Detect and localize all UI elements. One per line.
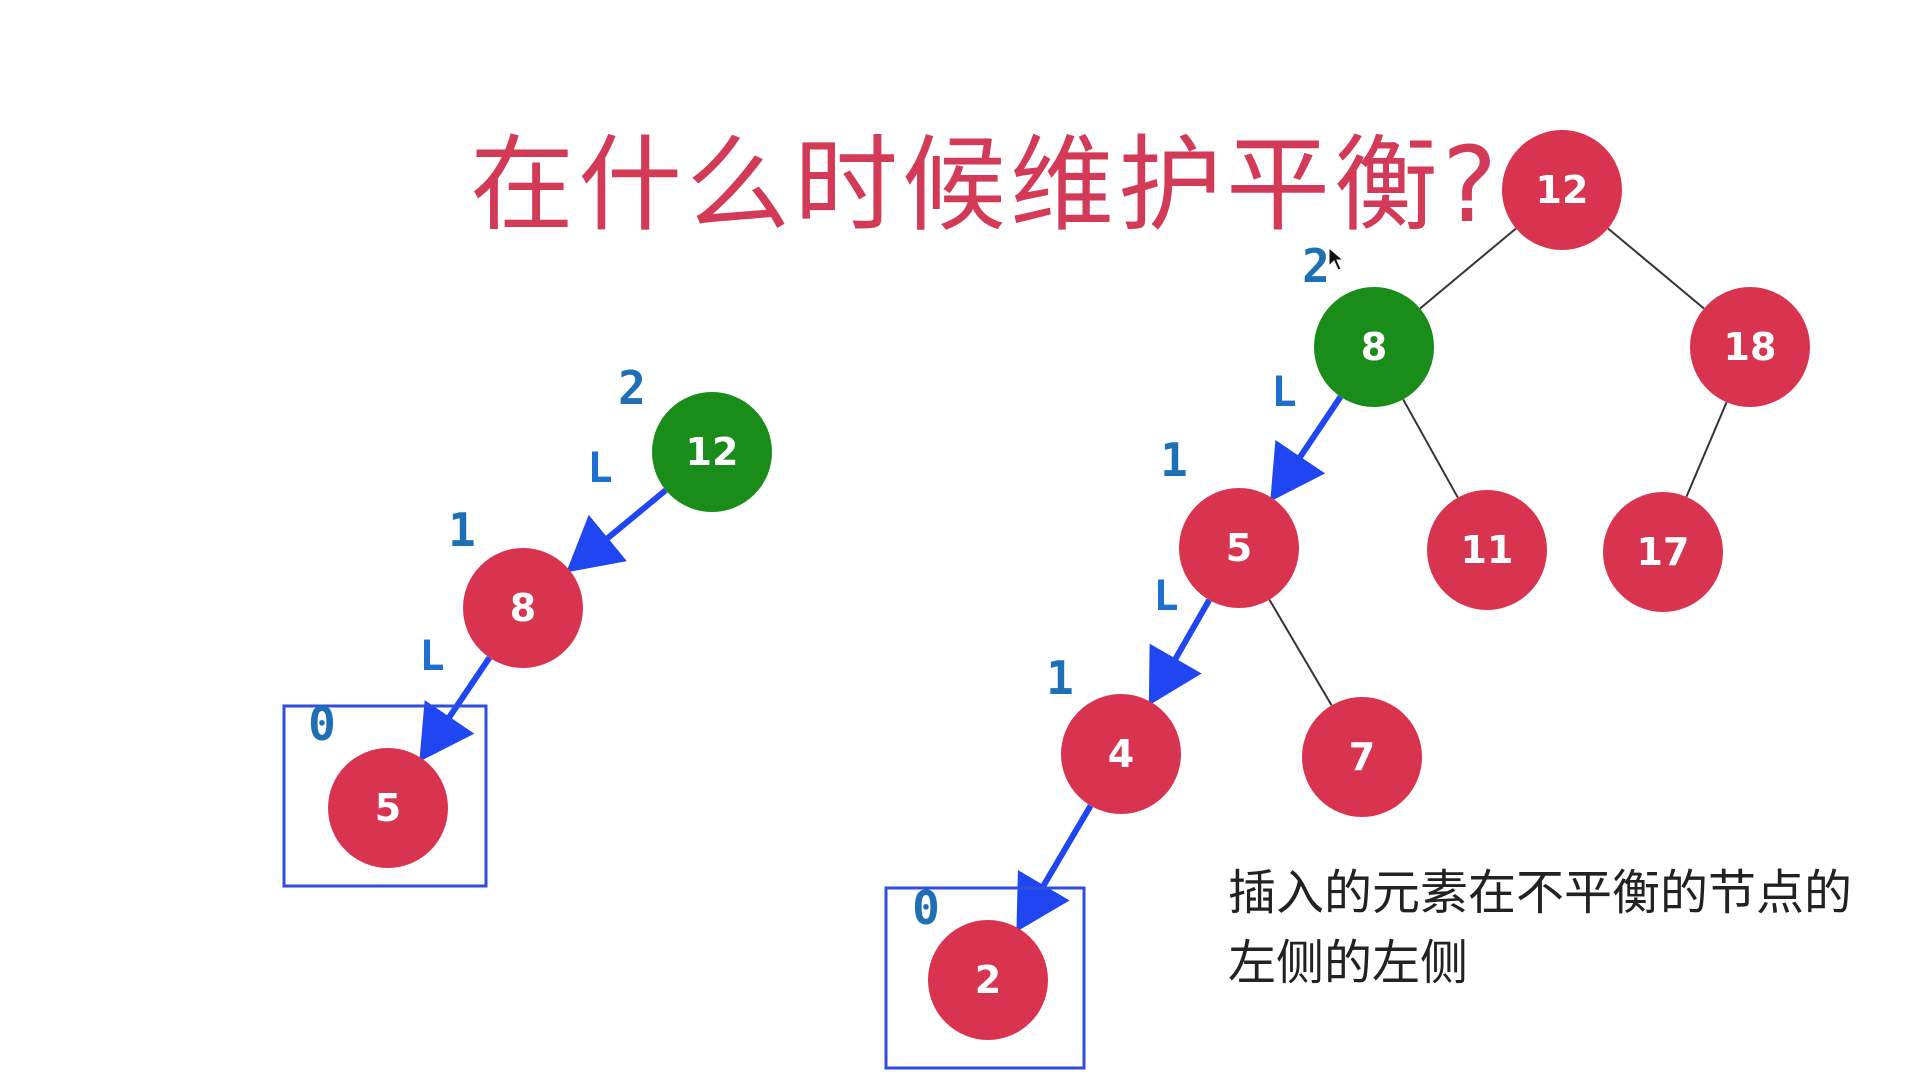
node-circle xyxy=(1690,287,1810,407)
caption-line: 插入的元素在不平衡的节点的 xyxy=(1228,865,1853,921)
height-label: 2 xyxy=(1302,239,1330,293)
node-circle xyxy=(463,548,583,668)
node-label: 4 xyxy=(1108,732,1134,776)
direction-label: L xyxy=(419,631,444,680)
node-circle xyxy=(1314,287,1434,407)
height-label: 1 xyxy=(1160,433,1188,487)
node-label: 7 xyxy=(1349,735,1375,779)
direction-label: L xyxy=(1271,367,1296,416)
direction-label: L xyxy=(1153,571,1178,620)
node-label: 18 xyxy=(1724,325,1777,369)
tree-node: 11 xyxy=(1427,490,1547,610)
node-label: 12 xyxy=(1536,168,1589,212)
node-circle xyxy=(328,748,448,868)
node-circle xyxy=(1179,488,1299,608)
tree-node: 18 xyxy=(1690,287,1810,407)
slide-title: 在什么时候维护平衡? xyxy=(470,124,1502,246)
node-label: 8 xyxy=(1361,325,1387,369)
height-label: 0 xyxy=(308,697,336,751)
tree-edge xyxy=(1607,227,1705,310)
tree-node: 12 xyxy=(652,392,772,512)
highlight-box xyxy=(282,704,488,888)
node-circle xyxy=(1427,490,1547,610)
caption-line: 左侧的左侧 xyxy=(1228,935,1469,991)
arrow-edge xyxy=(1270,395,1344,502)
tree-node: 12 xyxy=(1502,130,1622,250)
tree-node: 8 xyxy=(463,548,583,668)
node-circle xyxy=(928,920,1048,1040)
height-label: 1 xyxy=(448,503,476,557)
node-circle xyxy=(1603,492,1723,612)
node-circle xyxy=(1061,694,1181,814)
tree-edge xyxy=(1402,398,1459,499)
caption: 插入的元素在不平衡的节点的 左侧的左侧 xyxy=(1228,858,1908,998)
tree-node: 5 xyxy=(328,748,448,868)
arrow-edge xyxy=(566,487,668,573)
arrow-edge xyxy=(419,656,492,762)
node-label: 5 xyxy=(1226,526,1252,570)
tree-node: 2 xyxy=(928,920,1048,1040)
tree-node: 5 xyxy=(1179,488,1299,608)
tree-edge xyxy=(1685,401,1728,498)
tree-node: 8 xyxy=(1314,287,1434,407)
highlight-box xyxy=(884,886,1086,1070)
tree-node: 7 xyxy=(1302,697,1422,817)
node-circle xyxy=(1502,130,1622,250)
tree-node: 4 xyxy=(1061,694,1181,814)
node-label: 8 xyxy=(510,586,536,630)
mouse-cursor-icon xyxy=(1328,246,1345,271)
height-label: 1 xyxy=(1046,651,1074,705)
arrow-edge xyxy=(1016,804,1094,932)
direction-label: L xyxy=(587,443,612,492)
node-label: 5 xyxy=(375,786,401,830)
node-circle xyxy=(1302,697,1422,817)
arrow-edge xyxy=(1148,598,1212,706)
node-circle xyxy=(652,392,772,512)
height-label: 2 xyxy=(618,361,646,415)
tree-node: 17 xyxy=(1603,492,1723,612)
tree-edge xyxy=(1268,599,1333,706)
node-label: 17 xyxy=(1637,530,1690,574)
node-label: 11 xyxy=(1461,528,1514,572)
node-label: 12 xyxy=(686,430,739,474)
height-label: 0 xyxy=(912,881,940,935)
node-label: 2 xyxy=(975,958,1001,1002)
tree-edge xyxy=(1419,227,1517,310)
